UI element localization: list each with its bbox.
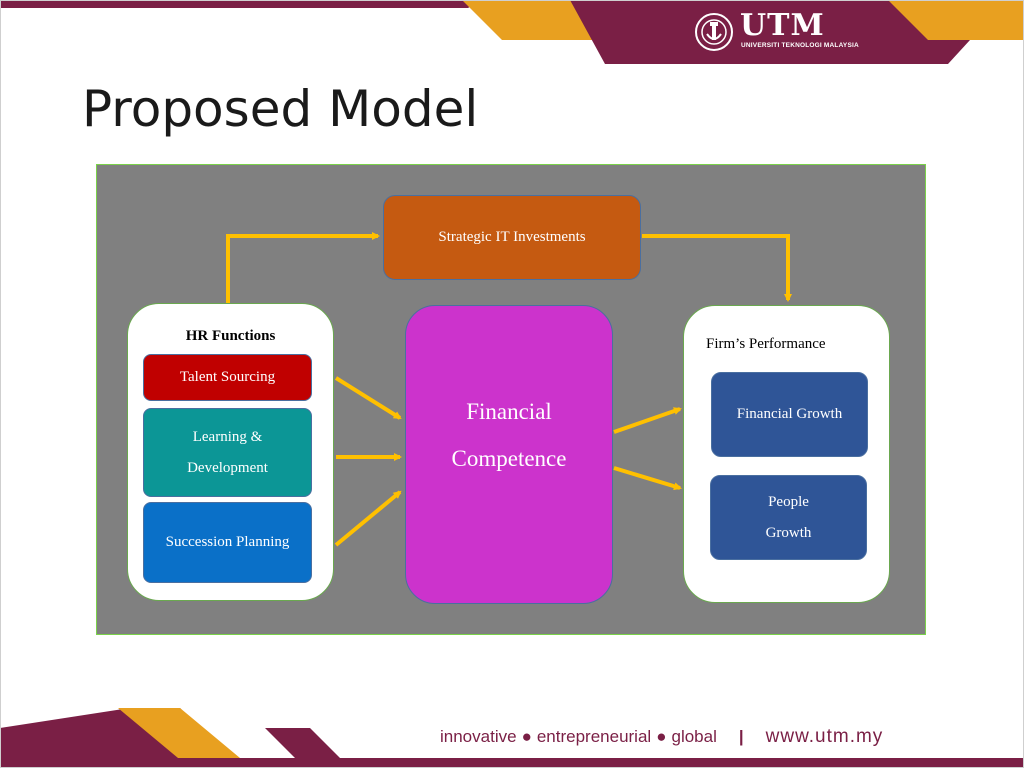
- dot-icon: ●: [656, 727, 667, 746]
- firms-performance-title: Firm’s Performance: [706, 336, 826, 352]
- financial-growth-label: Financial Growth: [736, 406, 843, 422]
- bottom-gold-band: [118, 708, 240, 758]
- footer-tagline: innovative●entrepreneurial●global|www.ut…: [440, 726, 883, 748]
- financial-competence-label-line1: Financial: [466, 398, 552, 424]
- learning-development-label-line1: Learning &: [192, 428, 263, 445]
- footer-separator: |: [738, 727, 744, 746]
- arrow-talent-to-competence: [334, 376, 402, 420]
- bottom-mid-band: [265, 728, 340, 758]
- people-growth-label-line2: Growth: [765, 524, 812, 541]
- tagline-innovative: innovative: [440, 727, 517, 746]
- talent-sourcing-box: Talent Sourcing: [143, 354, 312, 401]
- arrow-hr-to-strategic-it: [226, 232, 380, 304]
- utm-logo-subtext: UNIVERSITI TEKNOLOGI MALAYSIA: [741, 42, 859, 49]
- succession-planning-box: Succession Planning: [143, 502, 312, 583]
- bottom-strip: [0, 758, 1024, 768]
- talent-sourcing-label: Talent Sourcing: [179, 369, 276, 385]
- arrow-strategic-it-to-performance: [642, 234, 792, 302]
- dot-icon: ●: [521, 727, 532, 746]
- top-right-gold-band: [888, 0, 1024, 40]
- page-title: Proposed Model: [82, 80, 479, 138]
- people-growth-label-line1: People: [768, 493, 809, 510]
- tagline-global: global: [671, 727, 717, 746]
- footer-website-link[interactable]: www.utm.my: [765, 726, 884, 747]
- financial-competence-label-line2: Competence: [451, 445, 567, 471]
- financial-competence-box: Financial Competence: [405, 305, 613, 604]
- hr-functions-title: HR Functions: [185, 328, 276, 344]
- learning-development-box: Learning & Development: [143, 408, 312, 497]
- arrow-competence-to-financial-growth: [613, 407, 682, 434]
- financial-growth-box: Financial Growth: [711, 372, 868, 457]
- people-growth-box: People Growth: [710, 475, 867, 560]
- tagline-entrepreneurial: entrepreneurial: [536, 727, 652, 746]
- utm-logo: UTM UNIVERSITI TEKNOLOGI MALAYSIA: [694, 8, 859, 54]
- top-gold-band: [462, 0, 610, 40]
- arrow-succession-to-competence: [334, 490, 402, 547]
- strategic-it-investments-box: Strategic IT Investments: [383, 195, 641, 280]
- arrow-competence-to-people-growth: [613, 466, 682, 491]
- top-left-band: [0, 0, 482, 8]
- utm-logo-text: UTM: [740, 8, 825, 43]
- strategic-it-investments-label: Strategic IT Investments: [438, 229, 586, 245]
- succession-planning-label: Succession Planning: [165, 534, 290, 550]
- learning-development-label-line2: Development: [187, 459, 268, 476]
- utm-emblem-icon: [695, 13, 733, 51]
